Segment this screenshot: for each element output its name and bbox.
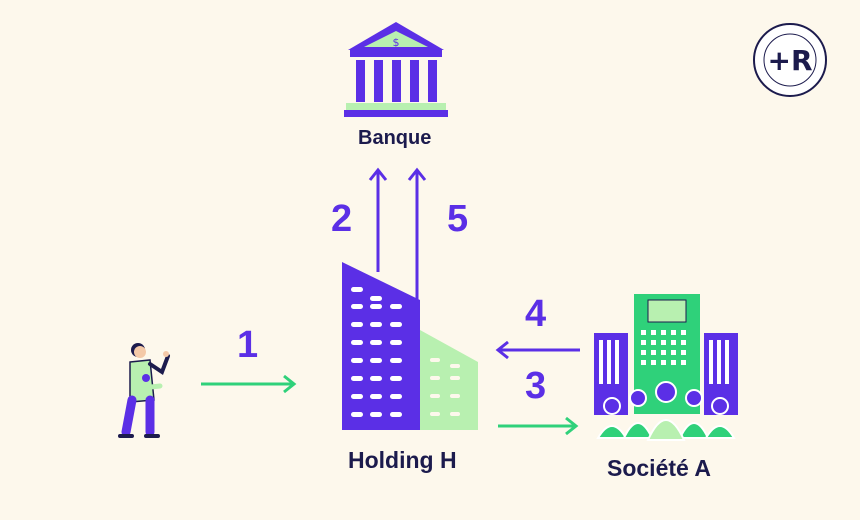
- arrow-holding-to-bank-5: [407, 167, 427, 300]
- company-building-icon: [594, 294, 738, 441]
- company-label: Société A: [607, 455, 711, 481]
- step-2-number: 2: [331, 198, 353, 240]
- step-5-number: 5: [447, 198, 469, 240]
- arrow-holding-to-company-3: [498, 416, 579, 436]
- person-icon: [118, 343, 170, 438]
- arrow-company-to-holding-4: [495, 340, 580, 360]
- holding-building-icon: [342, 262, 478, 430]
- arrow-holding-to-bank-2: [368, 167, 388, 272]
- svg-text:+R: +R: [767, 44, 812, 77]
- logo-icon: +R: [753, 23, 827, 97]
- bank-label: Banque: [358, 127, 432, 149]
- svg-text:$: $: [393, 36, 400, 49]
- step-3-number: 3: [525, 365, 547, 407]
- holding-label: Holding H: [348, 447, 457, 473]
- step-4-number: 4: [525, 293, 547, 335]
- step-1-number: 1: [237, 324, 259, 366]
- bank-icon: $: [344, 22, 448, 117]
- arrow-person-to-holding-1: [201, 374, 297, 394]
